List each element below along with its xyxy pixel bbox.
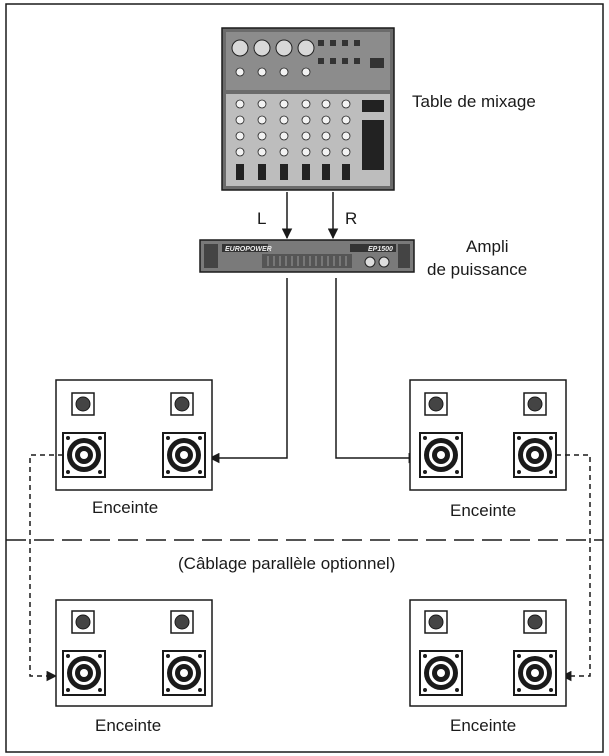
jack-icon <box>424 610 448 634</box>
speaker-label: Enceinte <box>92 498 158 517</box>
jack-icon <box>170 392 194 416</box>
jack-icon <box>170 610 194 634</box>
speakon-icon <box>419 432 463 478</box>
speakon-icon <box>513 650 557 696</box>
jack-icon <box>523 392 547 416</box>
diagram-frame <box>5 3 604 753</box>
mixer-icon <box>221 27 395 191</box>
mixer-label: Table de mixage <box>412 92 536 111</box>
speakon-icon <box>62 432 106 478</box>
speaker-bottom-right <box>409 599 567 707</box>
speakon-icon <box>162 650 206 696</box>
right-channel-label: R <box>345 209 357 228</box>
speaker-top-right <box>409 379 567 491</box>
jack-icon <box>71 610 95 634</box>
jack-icon <box>523 610 547 634</box>
speakon-icon <box>62 650 106 696</box>
amp-model-text: EP1500 <box>368 246 393 253</box>
amp-label-line2: de puissance <box>427 260 527 279</box>
amp-to-speaker-right-cable <box>335 278 420 464</box>
speaker-top-left <box>55 379 213 491</box>
amplifier-icon: EUROPOWER EP1500 <box>199 239 415 273</box>
parallel-cable-right <box>556 454 591 682</box>
amp-brand-text: EUROPOWER <box>225 246 272 253</box>
speakon-icon <box>513 432 557 478</box>
optional-wiring-note: (Câblage parallèle optionnel) <box>178 554 395 573</box>
speaker-label: Enceinte <box>450 716 516 735</box>
speaker-label: Enceinte <box>95 716 161 735</box>
speaker-bottom-left <box>55 599 213 707</box>
speakon-icon <box>419 650 463 696</box>
jack-icon <box>424 392 448 416</box>
speakon-icon <box>162 432 206 478</box>
amp-to-speaker-left-cable <box>208 278 288 464</box>
jack-icon <box>71 392 95 416</box>
amp-label-line1: Ampli <box>466 237 509 256</box>
speaker-label: Enceinte <box>450 501 516 520</box>
left-channel-label: L <box>257 209 266 228</box>
